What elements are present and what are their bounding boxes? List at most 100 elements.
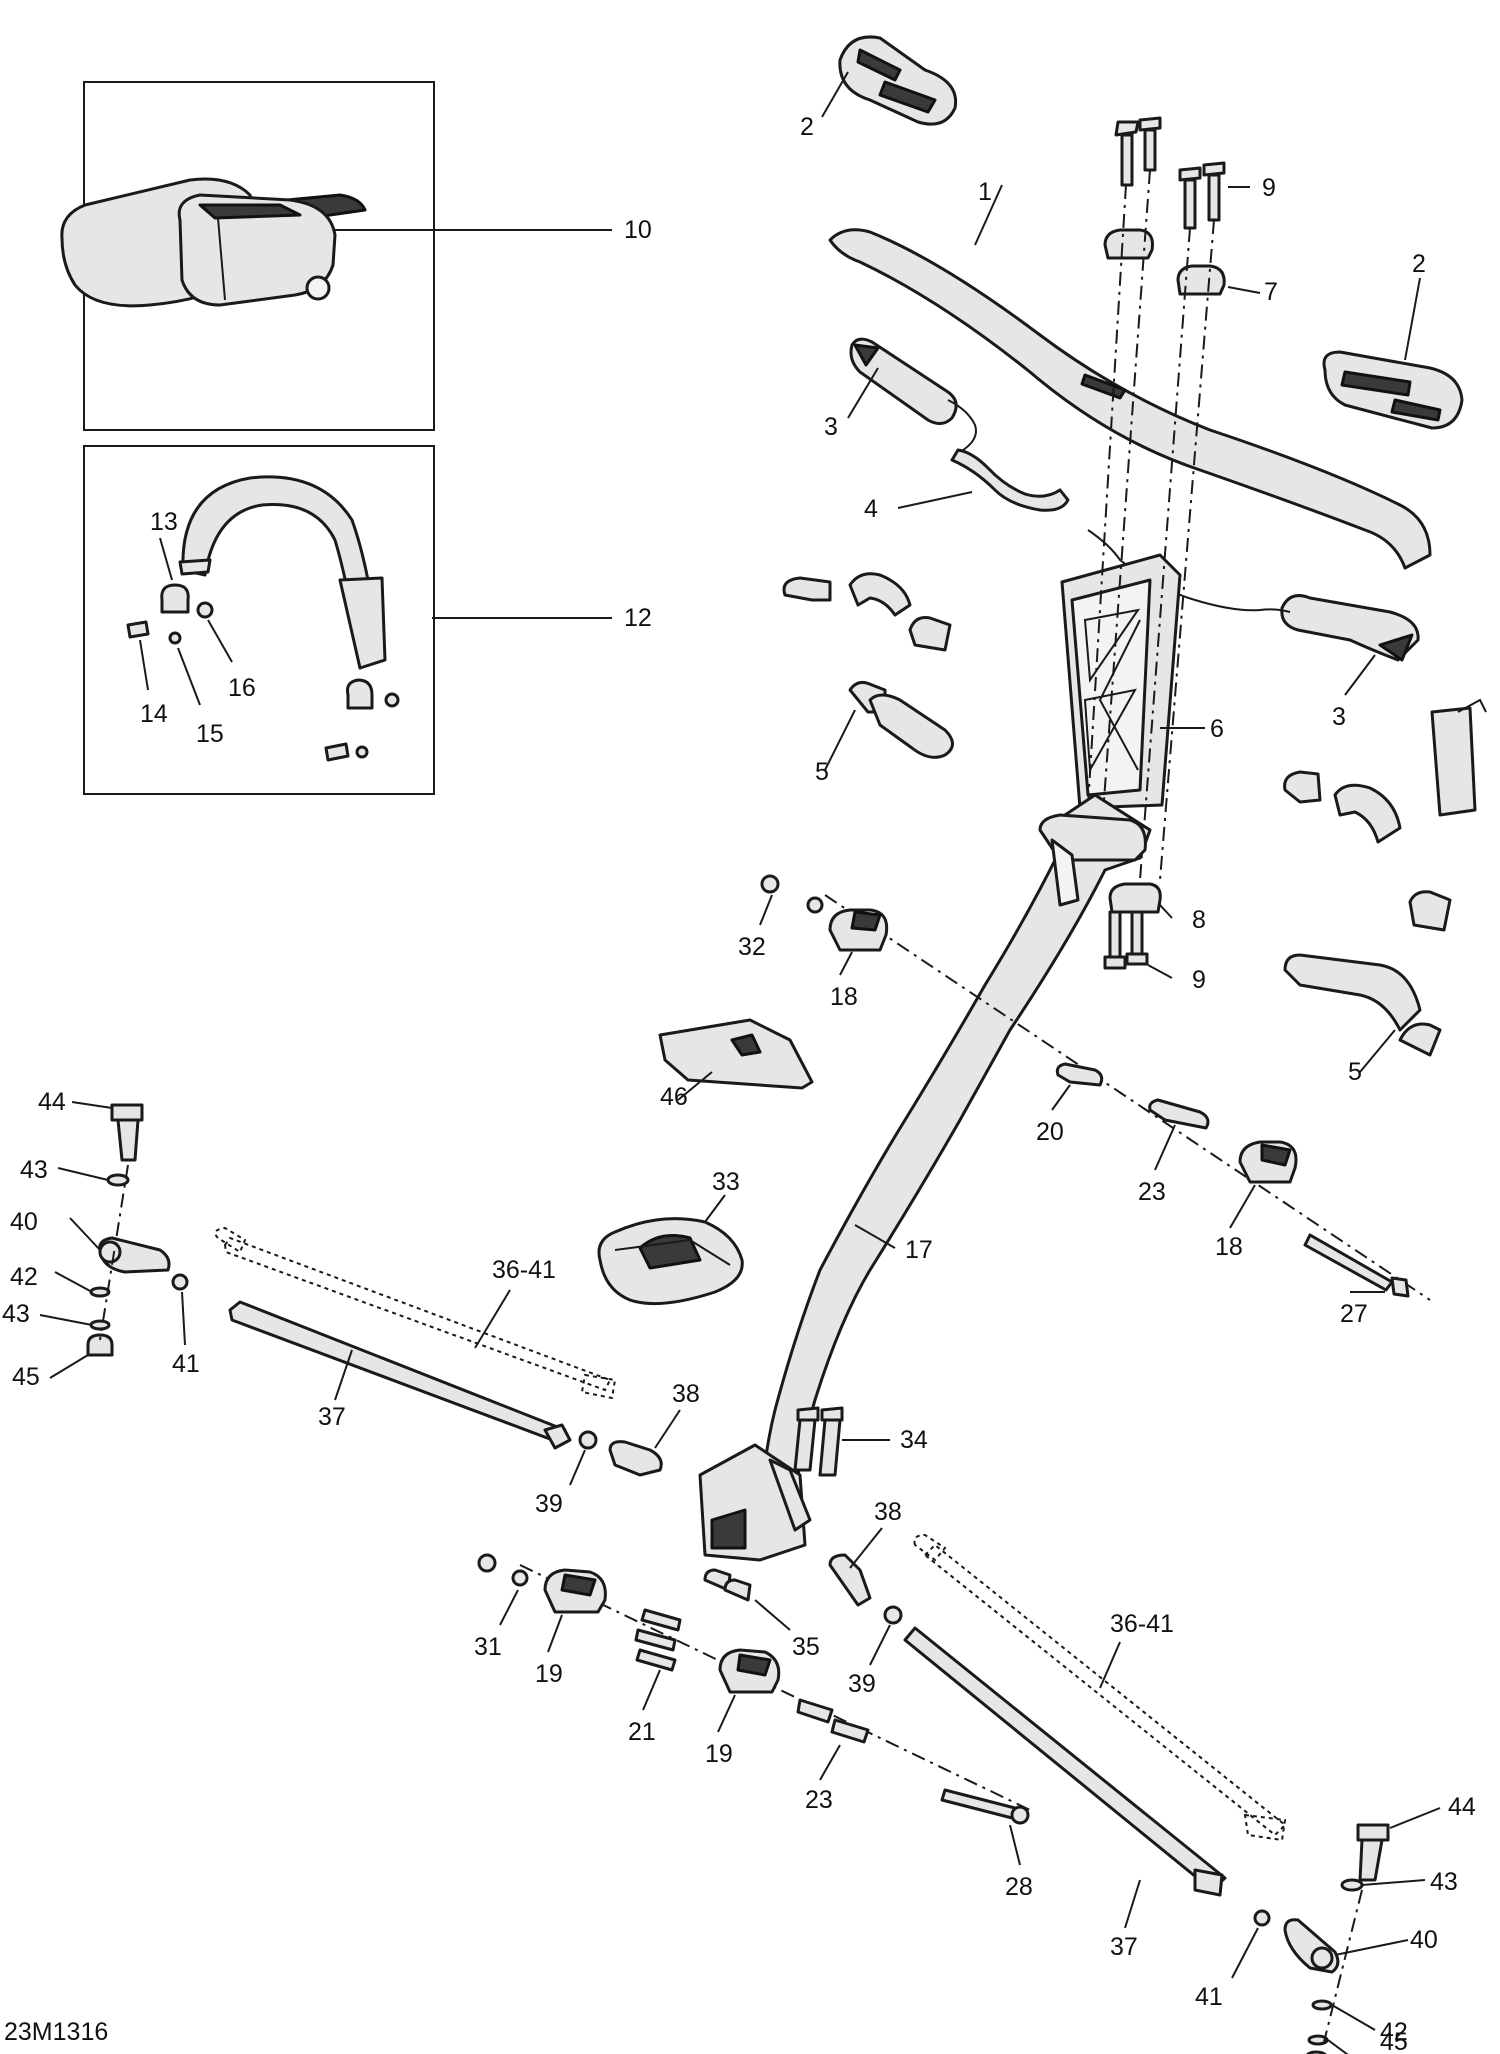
tie-rod-end-right-38 [828, 1527, 903, 1666]
axis-bolt-1 [1084, 184, 1127, 856]
callout-19-left: 19 [535, 1660, 563, 1688]
callout-8: 8 [1192, 906, 1206, 934]
callout-44-right: 44 [1448, 1793, 1476, 1821]
callout-41-left: 41 [172, 1350, 200, 1378]
tie-rod-right [903, 1626, 1227, 1929]
riser-block [1060, 553, 1205, 810]
inset-box-handlebar-pad [60, 81, 612, 431]
pivot-bolt-28 [940, 1788, 1030, 1866]
callout-3-right: 3 [1332, 703, 1346, 731]
grip-wire [897, 448, 1070, 512]
callout-31: 31 [474, 1633, 502, 1661]
callout-43-right-upper: 43 [1430, 1868, 1458, 1896]
callout-43-left-lower: 43 [2, 1300, 30, 1328]
callout-43-left-upper: 43 [20, 1156, 48, 1184]
grip-heater-right [1280, 594, 1420, 696]
callout-41-right: 41 [1195, 1983, 1223, 2011]
callout-39-right: 39 [848, 1670, 876, 1698]
callout-3-left: 3 [824, 413, 838, 441]
grip-heater-left [847, 337, 977, 453]
callout-10: 10 [624, 216, 652, 244]
pivot-bushing-lower [1229, 1140, 1298, 1229]
nut-lower-pivot [477, 1553, 529, 1626]
tie-rod-left-ghost [214, 1226, 617, 1400]
axis-bolt-2 [1099, 169, 1151, 856]
callout-5-left: 5 [815, 758, 829, 786]
nut-upper-pivot [759, 874, 824, 926]
callout-39-left: 39 [535, 1490, 563, 1518]
tie-rod-right-ghost [913, 1533, 1287, 1842]
end-bushing-right [1283, 770, 1452, 1073]
callout-46: 46 [660, 1083, 688, 1111]
callout-6: 6 [1210, 715, 1224, 743]
callout-36-41-left: 36-41 [492, 1256, 556, 1284]
callout-37-left: 37 [318, 1403, 346, 1431]
pivot-bolt-27 [1303, 1233, 1410, 1298]
heater-element-card [1430, 698, 1487, 817]
ball-joint-right [1231, 1807, 1441, 2054]
lower-clamp [1103, 882, 1173, 979]
callout-20: 20 [1036, 1118, 1064, 1146]
spacer-23-lower [796, 1698, 870, 1781]
callout-2-left: 2 [800, 113, 814, 141]
heater-cable [1087, 529, 1291, 613]
grip-right [1322, 277, 1464, 430]
callout-32: 32 [738, 933, 766, 961]
callout-36-41-right: 36-41 [1110, 1610, 1174, 1638]
callout-9-lower: 9 [1192, 966, 1206, 994]
drawing-id: 23M1316 [4, 2018, 108, 2046]
callout-16: 16 [228, 674, 256, 702]
column-cover [597, 1194, 744, 1306]
callout-15: 15 [196, 720, 224, 748]
callout-9-upper: 9 [1262, 174, 1276, 202]
callout-4: 4 [864, 495, 878, 523]
callout-13: 13 [150, 508, 178, 536]
axis-bolt-4 [1159, 219, 1215, 881]
ball-joint-left [39, 1101, 189, 1379]
upper-bolts [1114, 116, 1250, 230]
pivot-bushing-upper [828, 908, 889, 976]
callout-44-left: 44 [38, 1088, 66, 1116]
callout-21: 21 [628, 1718, 656, 1746]
spacer-23-upper [1148, 1098, 1210, 1171]
callout-42-right: 42 [1380, 2018, 1408, 2046]
callout-28: 28 [1005, 1873, 1033, 1901]
callout-42-left: 42 [10, 1263, 38, 1291]
callout-1: 1 [978, 178, 992, 206]
column-bolts [793, 1406, 890, 1477]
inset-box-handlebar-cover [83, 445, 612, 795]
axis-bolt-3 [1139, 227, 1191, 881]
callout-45-left: 45 [12, 1363, 40, 1391]
lower-bushing-1 [543, 1568, 607, 1653]
cover-plate [658, 1018, 814, 1101]
tie-rod-end-left-38 [569, 1409, 681, 1486]
callout-40-right: 40 [1410, 1926, 1438, 1954]
callout-14: 14 [140, 700, 168, 728]
callout-38-left: 38 [672, 1380, 700, 1408]
spacer-20 [1051, 1062, 1104, 1111]
callout-33: 33 [712, 1168, 740, 1196]
steering-column [698, 793, 1152, 1562]
callout-45-right: 45 [1380, 2028, 1408, 2054]
callout-labels: 1 2 2 3 3 4 5 5 6 7 8 9 9 10 12 13 14 15… [2, 113, 1476, 2054]
callout-18-upper: 18 [830, 983, 858, 1011]
callout-34: 34 [900, 1426, 928, 1454]
lower-bushing-2 [717, 1648, 781, 1733]
callout-23-upper: 23 [1138, 1178, 1166, 1206]
tie-rod-left [228, 1300, 572, 1450]
callout-19-right: 19 [705, 1740, 733, 1768]
callout-5-right: 5 [1348, 1058, 1362, 1086]
callout-40-left: 40 [10, 1208, 38, 1236]
callout-17: 17 [905, 1236, 933, 1264]
callout-18-lower: 18 [1215, 1233, 1243, 1261]
callout-7: 7 [1264, 278, 1278, 306]
callout-12: 12 [624, 604, 652, 632]
lower-spacers-21 [634, 1608, 682, 1711]
callout-38-right: 38 [874, 1498, 902, 1526]
end-bushing-left [782, 572, 954, 771]
upper-clamp [1103, 228, 1261, 296]
grip-left [821, 35, 958, 126]
callout-2-right: 2 [1412, 250, 1426, 278]
callout-23-lower: 23 [805, 1786, 833, 1814]
